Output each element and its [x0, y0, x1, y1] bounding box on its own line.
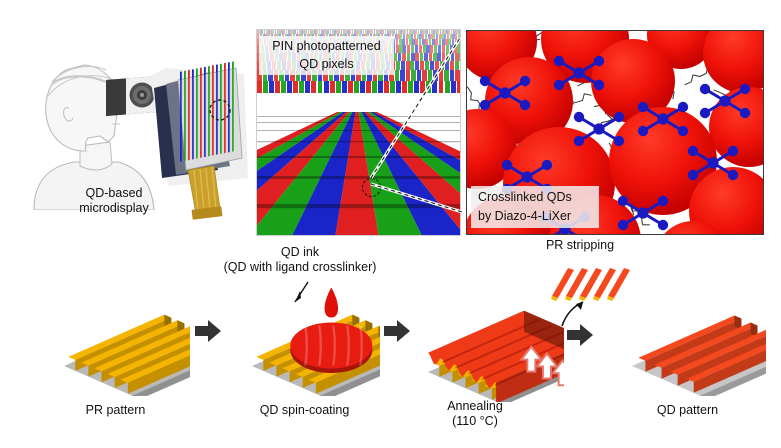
crosslinked-caption-line2: by Diazo-4-LiXer	[478, 209, 572, 223]
qd-spin-caption: QD spin-coating	[259, 403, 350, 417]
stage-qd-spin-coating	[228, 287, 417, 403]
pixel-panel-caption: PIN photopatterned QD pixels	[259, 36, 394, 75]
microdisplay-caption-line2: microdisplay	[79, 200, 149, 215]
microdisplay-caption: QD-based microdisplay	[53, 186, 175, 216]
stage-qd-pattern	[608, 300, 781, 403]
stage-caption-qd-spin: QD spin-coating	[222, 403, 387, 418]
stage-caption-pr-pattern: PR pattern	[28, 403, 203, 418]
pixel-caption-line1: PIN photopatterned	[272, 39, 381, 53]
crosslinked-caption-line1: Crosslinked QDs	[478, 190, 572, 204]
stripped-pr-bars	[546, 262, 638, 302]
qd-ink-annotation: QD ink (QD with ligand crosslinker)	[200, 245, 400, 275]
vr-headset-person-illustration	[22, 50, 172, 210]
annealing-caption: Annealing	[447, 399, 503, 413]
flex-cable	[187, 165, 223, 220]
pr-lift-arrow-icon	[561, 301, 584, 327]
stage-pr-pattern	[40, 304, 229, 403]
stage-caption-annealing: Annealing (110 °C)	[405, 399, 545, 429]
process-arrow-1-icon	[193, 318, 223, 344]
crosslinked-qd-caption: Crosslinked QDs by Diazo-4-LiXer	[471, 186, 599, 228]
qd-ink-line2: (QD with ligand crosslinker)	[223, 259, 377, 274]
qd-ink-pointer-arrow-icon	[294, 281, 309, 303]
pixel-floor-perspective	[257, 112, 460, 235]
process-arrow-3-icon	[565, 322, 595, 348]
pixel-callout-circle-icon	[362, 178, 381, 197]
stage-annealing	[404, 298, 593, 409]
process-arrow-2-icon	[382, 318, 412, 344]
pixel-caption-line2: QD pixels	[299, 57, 354, 71]
headset-goggles	[51, 75, 158, 116]
pr-pattern-caption: PR pattern	[85, 403, 146, 417]
qd-ink-line1: QD ink	[280, 245, 320, 259]
microdisplay-caption-line1: QD-based	[85, 186, 143, 200]
panel-zoom-circle-icon	[209, 99, 231, 121]
stage-caption-qd-pattern: QD pattern	[600, 403, 775, 418]
qd-pattern-caption: QD pattern	[656, 403, 719, 417]
annealing-temperature: (110 °C)	[452, 414, 498, 428]
microdisplay-module-illustration	[148, 58, 260, 233]
pr-stripping-label: PR stripping	[545, 238, 615, 252]
pr-stripping-annotation: PR stripping	[525, 238, 635, 253]
